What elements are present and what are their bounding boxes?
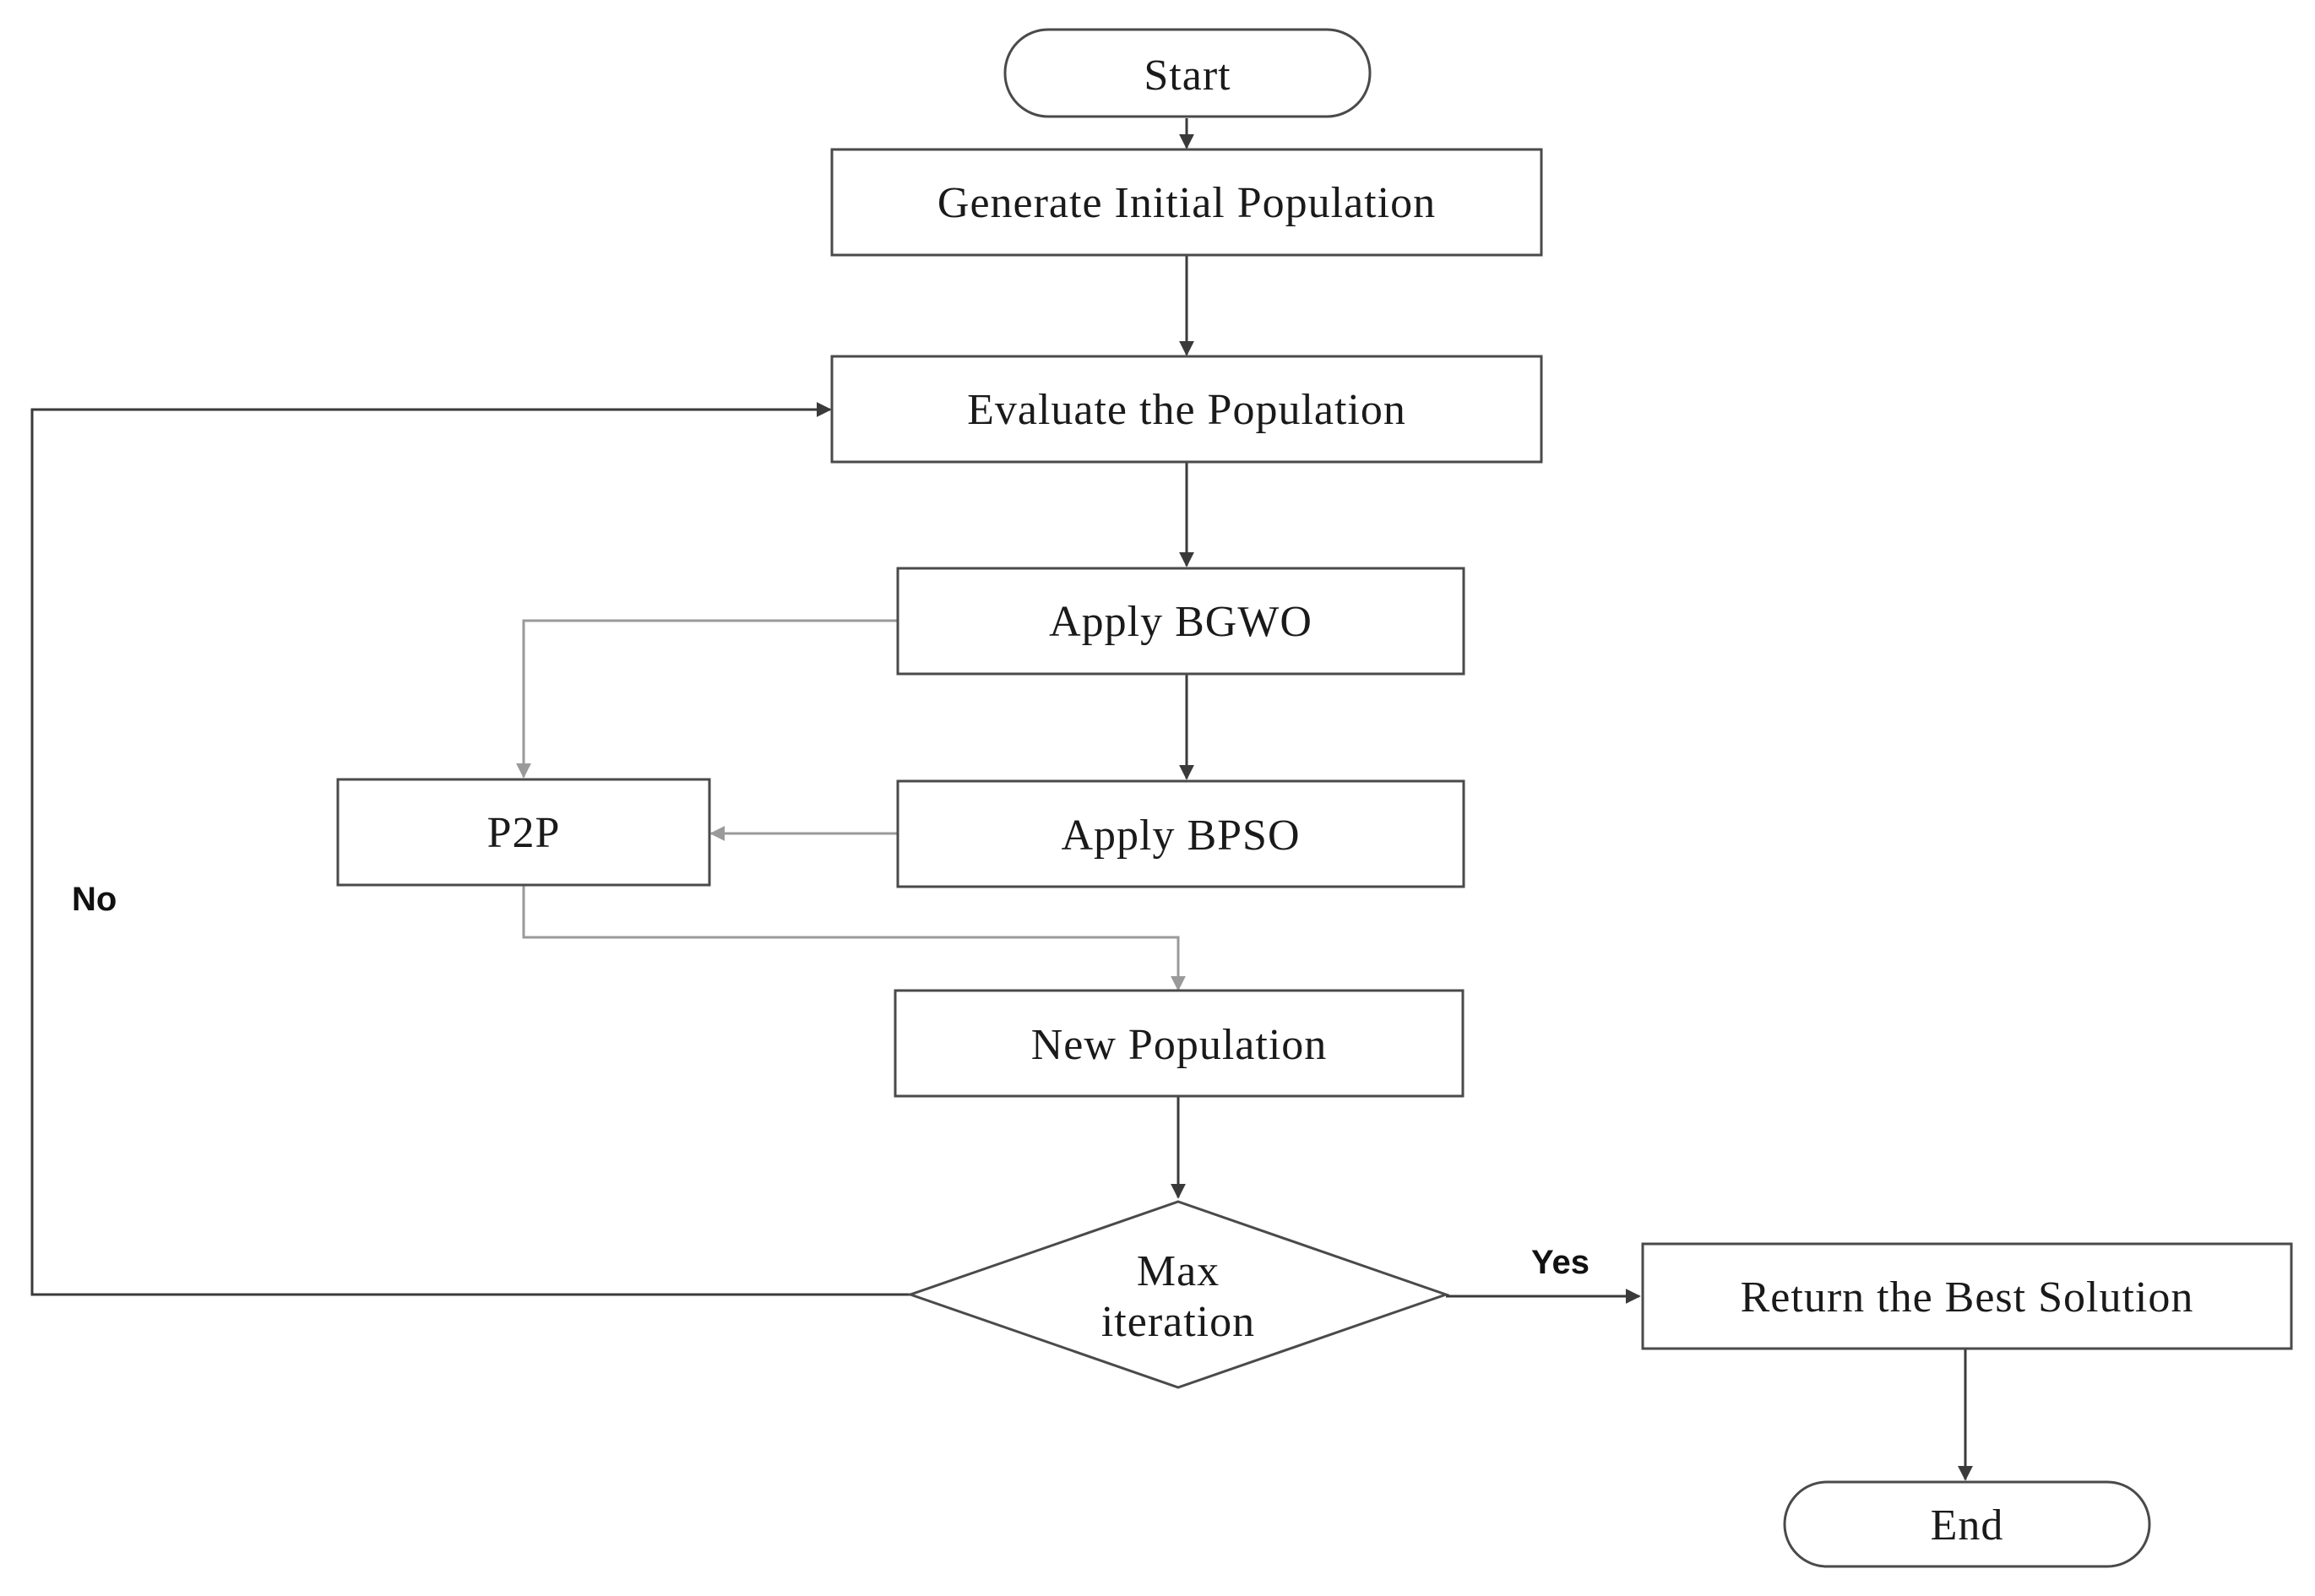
p2p-label: P2P [487,809,561,857]
yes-label: Yes [1531,1244,1590,1281]
start-node: Start [1003,28,1372,118]
new-population-label: New Population [1031,1021,1328,1069]
return-best-solution-node: Return the Best Solution [1641,1242,2293,1350]
generate-initial-population-label: Generate Initial Population [937,179,1436,227]
apply-bpso-node: Apply BPSO [896,779,1465,888]
edges [30,118,1973,1481]
generate-initial-population-node: Generate Initial Population [830,148,1543,257]
return-best-solution-label: Return the Best Solution [1741,1273,2194,1322]
max-iteration-decision: Max iteration [906,1200,1450,1389]
end-label: End [1931,1501,2004,1550]
apply-bgwo-label: Apply BGWO [1049,598,1312,646]
edge-decision-no-to-evaluate [30,402,910,1296]
no-label: No [72,881,117,918]
apply-bpso-label: Apply BPSO [1061,812,1300,860]
edge-p2p-to-new-population [522,885,1186,991]
end-node: End [1783,1480,2151,1568]
evaluate-population-node: Evaluate the Population [830,355,1543,464]
start-label: Start [1144,52,1231,100]
new-population-node: New Population [894,989,1465,1098]
p2p-node: P2P [336,778,711,887]
max-iteration-label-line2: iteration [1101,1298,1255,1346]
evaluate-population-label: Evaluate the Population [967,386,1406,434]
apply-bgwo-node: Apply BGWO [896,567,1465,676]
max-iteration-label-line1: Max [1137,1247,1220,1295]
edge-bgwo-to-p2p [516,619,897,779]
